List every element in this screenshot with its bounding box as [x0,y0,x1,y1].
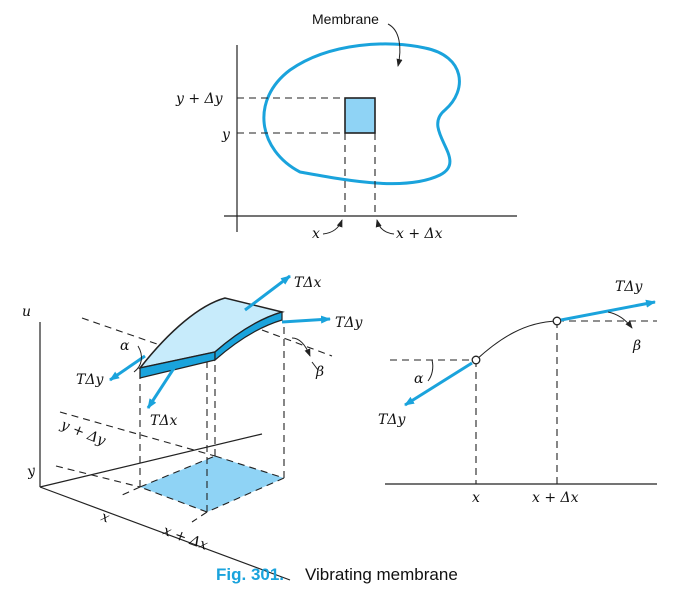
proj-y [55,465,141,488]
proj-y-plus-dy [59,411,216,457]
label-tdx-bottom: TΔx [150,413,177,429]
y-axis-3d [39,433,263,488]
arrow-tdy-bottom-left [404,361,473,407]
caption-number: Fig. 301. [216,565,284,584]
arc-alpha-2d [427,359,434,382]
top-label-y-plus-dy: y + Δy [175,91,224,107]
top-pointer-x-plus-dx [375,219,395,235]
proj-x-plus-dx [191,511,208,523]
membrane-outline [262,42,461,186]
base-edge-1 [139,455,216,488]
label-x-plus-dx-3d: x + Δx [161,523,210,554]
label-beta-3d: β [315,364,324,380]
label-alpha-2d: α [414,371,424,387]
figure-caption: Fig. 301. Vibrating membrane [216,565,458,584]
label-tdy-top-2d: TΔy [615,279,643,295]
arc-beta-2d [607,311,633,329]
base-element-region [140,456,284,512]
label-x-2d: x [472,490,480,506]
base-edge-3 [206,477,285,513]
point-left [471,355,481,365]
point-right [552,316,562,326]
bottom-right-cross-section: TΔy β α TΔy x x + Δx [378,279,657,506]
label-x-plus-dx-2d: x + Δx [532,490,579,506]
arrow-tdy-left [109,354,146,382]
membrane-pointer [387,23,403,67]
arrow-tdx-top [244,274,291,312]
label-u: u [22,304,31,320]
membrane-element [344,97,376,134]
top-pointer-x [322,219,343,235]
membrane-patch-side [214,311,283,362]
beta-pointer [311,361,319,371]
proj-x [119,486,141,497]
top-label-y: y [221,127,231,143]
string-curve [475,320,558,361]
label-alpha-3d: α [120,338,130,354]
label-tdx-top: TΔx [294,275,321,291]
ref-line-beta [261,329,333,357]
label-tdy-left: TΔy [76,372,104,388]
label-tdy-right: TΔy [335,315,363,331]
arc-alpha-3d [133,345,142,373]
label-y-plus-dy-3d: y + Δy [58,416,109,449]
arrow-tdy-top-right [560,299,656,322]
arrow-tdx-bottom [146,361,180,409]
caption-text: Vibrating membrane [305,565,458,584]
x-axis-3d [39,486,291,581]
base-edge-2 [214,455,285,479]
arrow-tdy-right [281,315,331,324]
top-membrane-diagram: Membrane y + Δy y x x + Δx [175,11,517,242]
label-tdy-bottom-2d: TΔy [378,412,406,428]
top-label-x-plus-dx: x + Δx [396,226,443,242]
arc-beta-3d [291,337,311,357]
label-x-3d: x [99,509,112,527]
bottom-left-3d-diagram: u α β TΔy TΔx TΔx TΔy y + Δy y x x + Δx [22,274,363,581]
label-y-3d: y [25,463,38,480]
top-label-x: x [312,226,320,242]
membrane-label: Membrane [312,11,379,27]
label-beta-2d: β [632,338,641,354]
